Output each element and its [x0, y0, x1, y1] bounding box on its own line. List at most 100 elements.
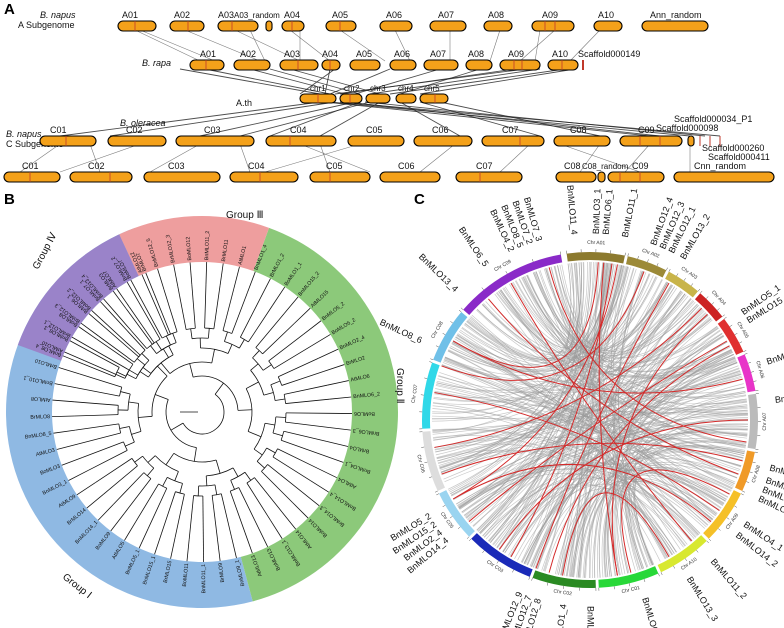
segment-tick	[746, 481, 750, 483]
mlo-link	[452, 264, 618, 500]
tree-leaf-branch	[322, 454, 344, 463]
tree-branch	[105, 327, 139, 358]
tree-branch	[125, 441, 135, 447]
row1-label-a09: A09	[542, 10, 558, 20]
chromosome-segment	[625, 256, 667, 278]
tree-branch	[174, 494, 185, 538]
row5-label-c03: C03	[168, 161, 185, 171]
chrom-c08	[555, 171, 597, 183]
tree-branch	[262, 323, 295, 355]
chrom-chr5	[419, 93, 449, 104]
row4-label-c03: C03	[204, 125, 221, 135]
tree-branch	[266, 447, 276, 454]
segment-tick	[531, 577, 533, 581]
gene-label: BnMLO8_1	[774, 390, 784, 405]
tree-branch	[146, 467, 155, 477]
synteny-link	[562, 282, 668, 576]
tree-branch	[237, 409, 252, 411]
row4-label-c02: C02	[126, 125, 143, 135]
tree-branch	[275, 416, 286, 418]
synteny-link	[432, 276, 658, 405]
row5-bnapus-c: C01 C02 C03 C04 C05 C06 C07 C08 C08_rand…	[3, 161, 775, 183]
row2-label-a10: A10	[552, 49, 568, 59]
segment-label: Chr C06	[415, 454, 426, 474]
synteny-link	[434, 443, 692, 542]
chromosome-segment	[665, 271, 698, 298]
tree-leaf-branch	[86, 493, 104, 509]
segment-label: Chr C07	[411, 384, 420, 404]
tree-leaf-branch	[318, 348, 339, 359]
row4-label-c09: C09	[638, 125, 655, 135]
row5-label-c01: C01	[22, 161, 39, 171]
tree-branch	[79, 373, 122, 388]
tree-branch	[142, 367, 152, 374]
chrom-ra06	[389, 59, 417, 71]
tree-leaf-branch	[205, 262, 208, 285]
tree-leaf-branch	[78, 326, 97, 340]
chromosome-segment	[422, 431, 445, 491]
tree-leaf-branch	[80, 322, 100, 337]
segment-tick	[755, 390, 759, 392]
synteny-link	[509, 283, 670, 557]
species-boleracea: B. oleracea	[120, 118, 166, 128]
tree-branch	[224, 331, 228, 342]
mlo-link	[452, 463, 712, 522]
tree-branch	[117, 315, 148, 349]
tree-branch	[211, 349, 215, 364]
mlo-link	[452, 340, 743, 394]
tree-leaf-branch	[52, 399, 75, 403]
tree-branch	[284, 384, 328, 395]
synteny-link	[432, 262, 582, 434]
segment-tick	[683, 278, 686, 281]
tree-leaf-branch	[281, 511, 297, 530]
row4-label-c01: C01	[50, 125, 67, 135]
tree-leaf-branch	[56, 443, 79, 450]
synteny-lines-chr-row4	[59, 101, 721, 137]
segment-tick	[718, 528, 721, 531]
segment-tick	[744, 352, 748, 355]
tree-leaf-branch	[272, 286, 286, 306]
tree-branch	[262, 364, 272, 371]
segment-tick	[428, 476, 432, 479]
tree-leaf-branch	[110, 513, 125, 532]
tree-leaf-branch	[233, 266, 240, 289]
tree-branch	[128, 306, 155, 344]
segment-label: Chr C02	[553, 588, 573, 597]
synteny-link	[447, 350, 693, 541]
tree-branch	[281, 371, 324, 386]
synteny-link	[603, 447, 745, 578]
row4-label-scaffold000260: Scaffold000260	[702, 143, 764, 153]
segment-label: Chr A06	[754, 360, 765, 379]
segment-tick	[512, 569, 514, 573]
chromosome-segment	[694, 293, 723, 322]
synteny-lines-row1-row2	[134, 29, 601, 62]
group2-label: Group Ⅱ	[394, 368, 405, 404]
segment-tick	[739, 341, 743, 344]
tree-arc	[165, 399, 197, 448]
tree-branch	[272, 456, 311, 481]
tree-branch	[252, 350, 260, 359]
tree-branch	[214, 484, 218, 495]
synteny-link	[522, 276, 698, 357]
tree-leaf-label: BnMLO6_3	[353, 427, 380, 436]
tree-leaf-branch	[270, 519, 283, 539]
tree-leaf-branch	[53, 429, 76, 434]
synteny-link	[436, 398, 747, 459]
row4-label-c04: C04	[290, 125, 307, 135]
tree-branch	[248, 305, 273, 343]
tree-leaf-branch	[54, 383, 77, 389]
mlo-link	[611, 313, 708, 576]
chrom-oc07	[481, 135, 545, 147]
segment-tick	[430, 358, 434, 361]
row3-label-chr2: chr2	[344, 84, 360, 93]
row1-label-a03: A03	[218, 10, 234, 20]
tree-branch	[96, 338, 134, 365]
synteny-link	[594, 494, 661, 578]
chrom-oc06	[413, 135, 473, 147]
chrom-oc02	[107, 135, 167, 147]
tree-leaf-branch	[58, 367, 80, 375]
chrom-c05	[309, 171, 371, 183]
chrom-a02	[169, 20, 205, 32]
tree-leaf-branch	[157, 268, 165, 290]
